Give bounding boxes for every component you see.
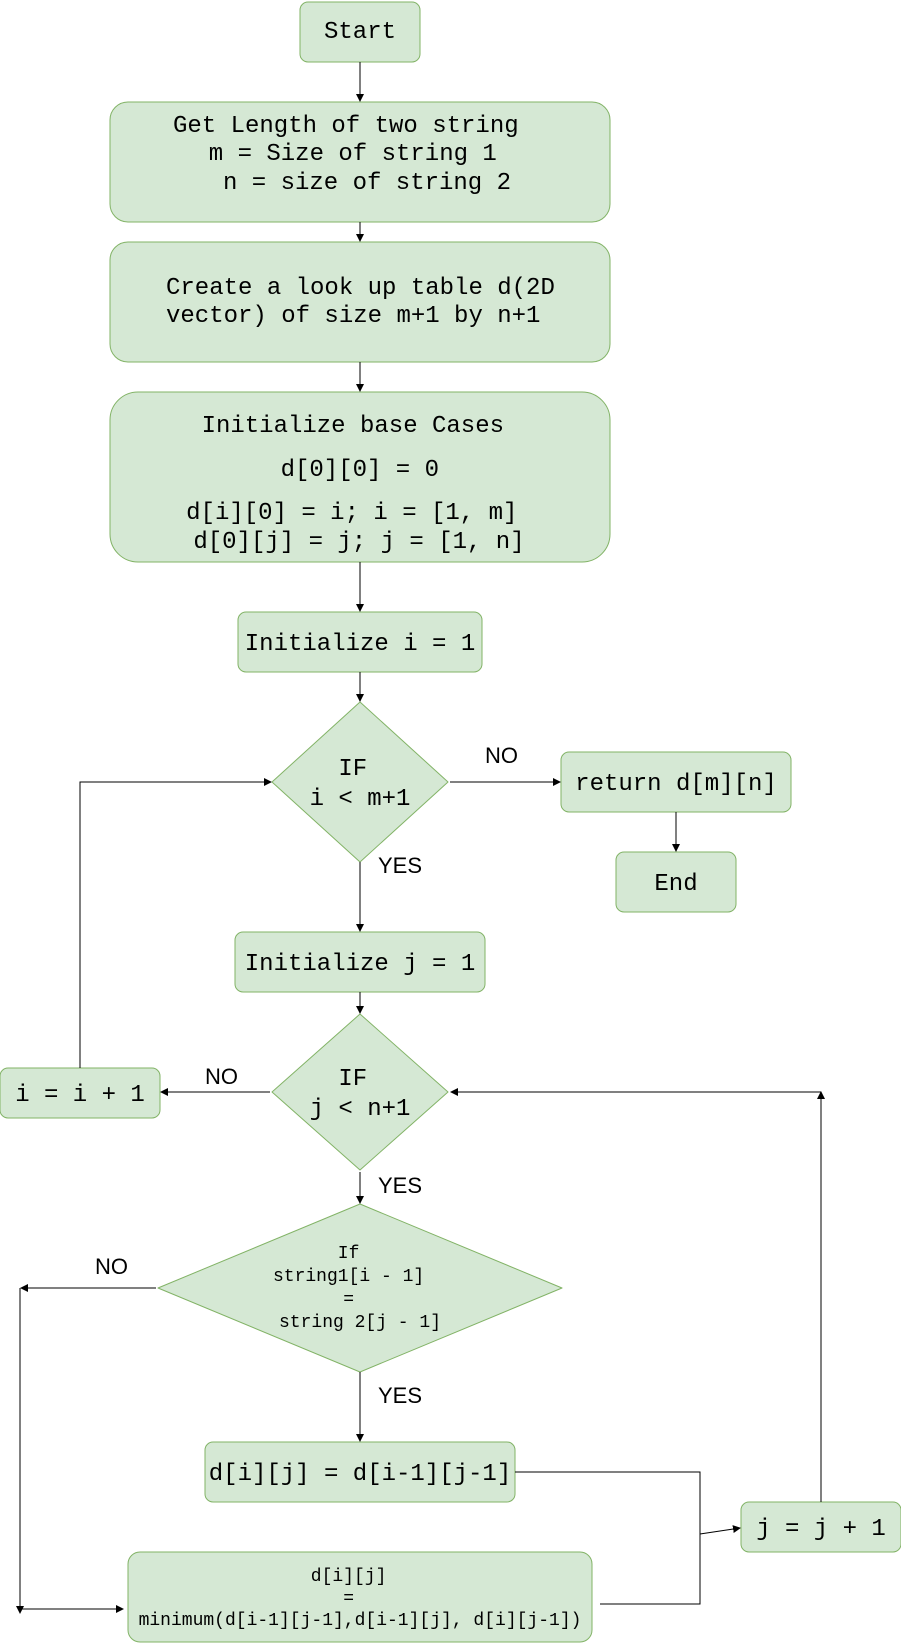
label-if-j-no: NO xyxy=(205,1064,238,1089)
get-length-node-text: Get Length of two string m = Size of str… xyxy=(173,113,533,197)
inc-j-node: j = j + 1 xyxy=(740,1501,901,1553)
label-if-i-no: NO xyxy=(485,743,518,768)
get-length-node: Get Length of two string m = Size of str… xyxy=(109,101,611,223)
start-node: Start xyxy=(299,1,421,63)
if-i-decision: IF i < m+1 xyxy=(271,701,449,863)
if-eq-decision-text: If string1[i - 1] = string 2[j - 1] xyxy=(273,1244,441,1333)
edge-merge-to-inc-j xyxy=(699,1525,741,1535)
label-if-j-yes: YES xyxy=(378,1173,422,1198)
assign-diag-node-text: d[i][j] = d[i-1][j-1] xyxy=(209,1461,511,1488)
init-j-node: Initialize j = 1 xyxy=(234,931,486,993)
start-node-text: Start xyxy=(324,19,396,46)
create-table-node: Create a look up table d(2D vector) of s… xyxy=(109,241,611,363)
assign-min-node-text: d[i][j] = minimum(d[i-1][j-1],d[i-1][j],… xyxy=(139,1567,582,1631)
inc-i-node: i = i + 1 xyxy=(0,1067,161,1119)
edges xyxy=(16,62,825,1614)
init-i-node-text: Initialize i = 1 xyxy=(245,631,475,658)
assign-diag-node: d[i][j] = d[i-1][j-1] xyxy=(204,1441,516,1503)
inc-i-node-text: i = i + 1 xyxy=(15,1082,145,1109)
edge-inc-i-to-if-i xyxy=(79,778,272,1068)
if-eq-decision: If string1[i - 1] = string 2[j - 1] xyxy=(157,1203,563,1373)
if-j-decision-text: IF j < n+1 xyxy=(310,1066,411,1123)
edge-merge-bracket xyxy=(515,1471,701,1605)
end-node-text: End xyxy=(654,871,697,898)
create-table-node-text: Create a look up table d(2D vector) of s… xyxy=(166,275,569,330)
init-j-node-text: Initialize j = 1 xyxy=(245,951,475,978)
end-node: End xyxy=(615,851,737,913)
init-i-node: Initialize i = 1 xyxy=(237,611,483,673)
label-if-eq-no: NO xyxy=(95,1254,128,1279)
label-if-eq-yes: YES xyxy=(378,1383,422,1408)
if-j-decision: IF j < n+1 xyxy=(271,1013,449,1171)
assign-min-node: d[i][j] = minimum(d[i-1][j-1],d[i-1][j],… xyxy=(127,1551,593,1643)
inc-j-node-text: j = j + 1 xyxy=(756,1516,886,1543)
return-node: return d[m][n] xyxy=(560,751,792,813)
if-i-decision-text: IF i < m+1 xyxy=(310,756,411,813)
init-base-node: Initialize base Cases d[0][0] = 0 d[i][0… xyxy=(109,391,611,563)
return-node-text: return d[m][n] xyxy=(575,771,777,798)
label-if-i-yes: YES xyxy=(378,853,422,878)
init-base-node-text: Initialize base Cases d[0][0] = 0 d[i][0… xyxy=(186,413,532,556)
